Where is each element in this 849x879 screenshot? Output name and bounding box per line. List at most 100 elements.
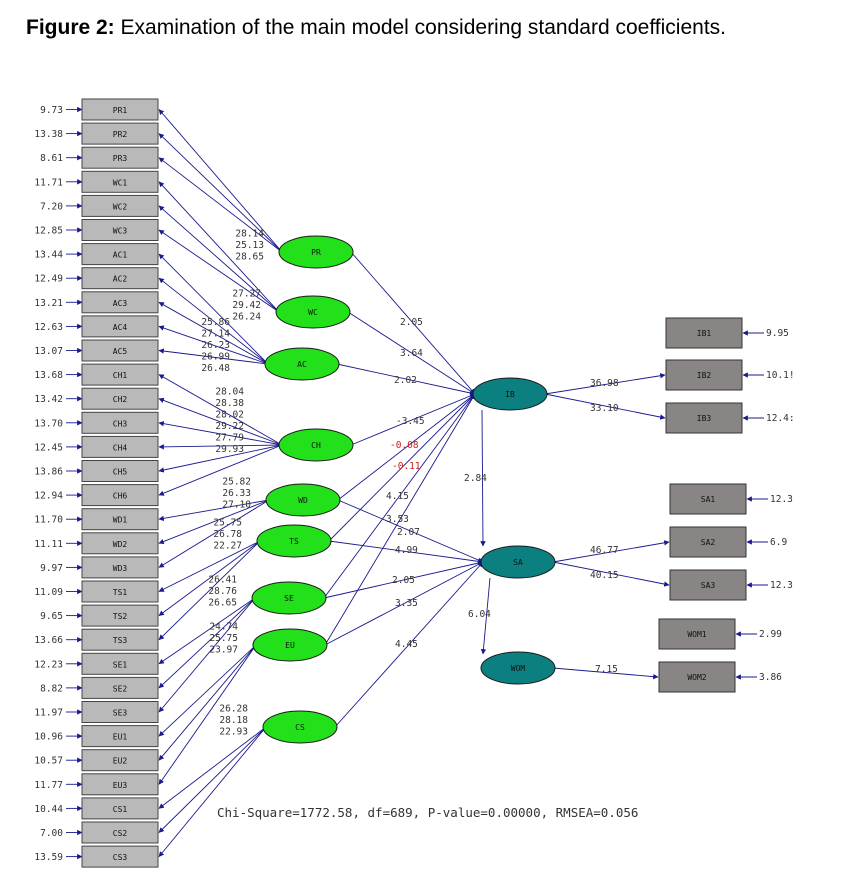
error-variance-wd3: 9.97 bbox=[40, 563, 63, 574]
indicator-box-ch6 bbox=[81, 484, 159, 507]
latent-label-ts: TS bbox=[289, 537, 299, 546]
latent-label-pr: PR bbox=[311, 248, 321, 257]
outcome-loading-line-ib2 bbox=[544, 373, 666, 395]
path-value-wc-ib: 3.64 bbox=[400, 348, 423, 359]
loading-line-ac-1 bbox=[158, 253, 269, 365]
path-value-cs-sa: 4.45 bbox=[395, 639, 418, 650]
loading-value-ch-5: 27.79 bbox=[215, 432, 244, 443]
indicator-box-wc2 bbox=[81, 194, 159, 217]
loading-value-ts-2: 26.78 bbox=[213, 529, 242, 540]
path-value-ib-sa: 2.84 bbox=[464, 473, 487, 484]
path-value-se-ib: 4.15 bbox=[386, 491, 409, 502]
loading-value-wd-2: 26.33 bbox=[222, 488, 251, 499]
error-variance-ch1: 13.68 bbox=[34, 370, 63, 381]
outcome-label-wom1: WOM1 bbox=[687, 630, 706, 639]
error-variance-ch4: 12.45 bbox=[34, 442, 63, 453]
path-line-wc-ib bbox=[347, 311, 476, 395]
loading-value-ch-1: 28.04 bbox=[215, 386, 244, 397]
outcome-error-sa1: 12.3 bbox=[770, 494, 793, 505]
outcome-loading-line-sa2 bbox=[552, 540, 670, 563]
loading-value-ac-2: 27.14 bbox=[201, 329, 230, 340]
outcome-box-ib3 bbox=[665, 402, 743, 434]
loading-line-se-2 bbox=[158, 597, 256, 689]
loading-value-wc-3: 26.24 bbox=[232, 312, 261, 323]
path-value-eu-sa: 3.35 bbox=[395, 598, 418, 609]
outcome-error-sa3: 12.3 bbox=[770, 580, 793, 591]
error-variance-pr3: 8.61 bbox=[40, 153, 63, 164]
indicator-label-ch6: CH6 bbox=[113, 492, 128, 501]
outcome-label-sa1: SA1 bbox=[701, 495, 716, 504]
indicator-box-eu1 bbox=[81, 725, 159, 748]
path-value-ts-ib: -0.11 bbox=[392, 461, 421, 472]
indicator-box-ch1 bbox=[81, 363, 159, 386]
indicator-label-pr1: PR1 bbox=[113, 106, 128, 115]
indicator-box-se3 bbox=[81, 701, 159, 723]
loading-line-ac-3 bbox=[158, 301, 269, 365]
loading-line-ch-4 bbox=[158, 444, 283, 450]
indicator-label-wc1: WC1 bbox=[113, 178, 128, 187]
indicator-label-ch2: CH2 bbox=[113, 395, 128, 404]
loading-line-pr-1 bbox=[158, 109, 283, 253]
path-value-ac-ib: 2.02 bbox=[394, 375, 417, 386]
error-variance-wc2: 7.20 bbox=[40, 201, 63, 212]
outcome-label-ib2: IB2 bbox=[697, 371, 712, 380]
loading-value-ch-6: 29.93 bbox=[215, 444, 244, 455]
loading-line-wd-3 bbox=[158, 499, 270, 568]
outcome-loading-sa3: 40.15 bbox=[590, 570, 619, 581]
error-variance-wc3: 12.85 bbox=[34, 226, 63, 237]
outcome-loading-sa2: 46.77 bbox=[590, 545, 619, 556]
indicator-box-wd1 bbox=[81, 508, 159, 531]
loading-line-ch-6 bbox=[158, 444, 283, 496]
outcome-label-ib3: IB3 bbox=[697, 414, 712, 423]
indicator-label-ch1: CH1 bbox=[113, 371, 128, 380]
error-variance-ch3: 13.70 bbox=[34, 418, 63, 429]
indicator-label-ts3: TS3 bbox=[113, 636, 128, 645]
path-line-sa-wom bbox=[480, 577, 491, 655]
outcome-box-sa1 bbox=[669, 483, 747, 515]
loading-line-wd-1 bbox=[158, 499, 270, 522]
outcome-loading-wom2: 7.15 bbox=[595, 664, 618, 675]
indicator-box-wd2 bbox=[81, 532, 159, 555]
outcome-error-ib2: 10.1! bbox=[766, 370, 795, 381]
path-lines bbox=[66, 106, 768, 860]
indicator-box-ts2 bbox=[81, 604, 159, 627]
indicator-label-eu3: EU3 bbox=[113, 781, 128, 790]
error-variance-ac3: 13.21 bbox=[34, 298, 63, 309]
latent-ts bbox=[256, 524, 332, 558]
outcome-label-wom2: WOM2 bbox=[687, 673, 706, 682]
error-variance-eu1: 10.96 bbox=[34, 732, 63, 743]
indicator-box-ac1 bbox=[81, 243, 159, 266]
indicator-label-eu2: EU2 bbox=[113, 757, 128, 766]
path-line-ac-ib bbox=[336, 363, 476, 396]
indicator-box-pr1 bbox=[81, 98, 159, 121]
loading-value-ch-4: 29.22 bbox=[215, 421, 244, 432]
latent-sa bbox=[480, 545, 556, 579]
loading-value-ch-2: 28.38 bbox=[215, 398, 244, 409]
latent-label-eu: EU bbox=[285, 641, 295, 650]
path-line-ch-ib bbox=[350, 393, 476, 446]
loading-value-ac-4: 26.99 bbox=[201, 352, 230, 363]
loading-value-ac-1: 25.86 bbox=[201, 317, 230, 328]
caption-label: Figure 2: bbox=[26, 16, 115, 39]
loading-value-eu-3: 23.97 bbox=[209, 645, 238, 656]
outcome-loading-line-wom2 bbox=[552, 667, 659, 680]
error-variance-ac5: 13.07 bbox=[34, 346, 63, 357]
loading-line-ch-2 bbox=[158, 397, 283, 446]
loading-value-wd-3: 27.10 bbox=[222, 500, 251, 511]
indicator-box-ch5 bbox=[81, 460, 159, 482]
indicator-label-cs2: CS2 bbox=[113, 829, 128, 838]
error-variance-ts1: 11.09 bbox=[34, 587, 63, 598]
indicator-box-pr3 bbox=[81, 146, 159, 169]
loading-line-eu-3 bbox=[158, 644, 257, 785]
loading-line-se-3 bbox=[158, 597, 256, 713]
indicator-box-ts3 bbox=[81, 628, 159, 651]
loading-line-ts-2 bbox=[158, 540, 261, 616]
latent-ib bbox=[472, 377, 548, 411]
latent-label-cs: CS bbox=[295, 723, 305, 732]
error-variance-wc1: 11.71 bbox=[34, 177, 63, 188]
loading-value-se-1: 26.41 bbox=[208, 575, 237, 586]
latent-label-ib: IB bbox=[505, 390, 515, 399]
outcome-box-ib1 bbox=[665, 317, 743, 349]
indicator-boxes: PR1PR2PR3WC1WC2WC3AC1AC2AC3AC4AC5CH1CH2C… bbox=[81, 98, 747, 868]
